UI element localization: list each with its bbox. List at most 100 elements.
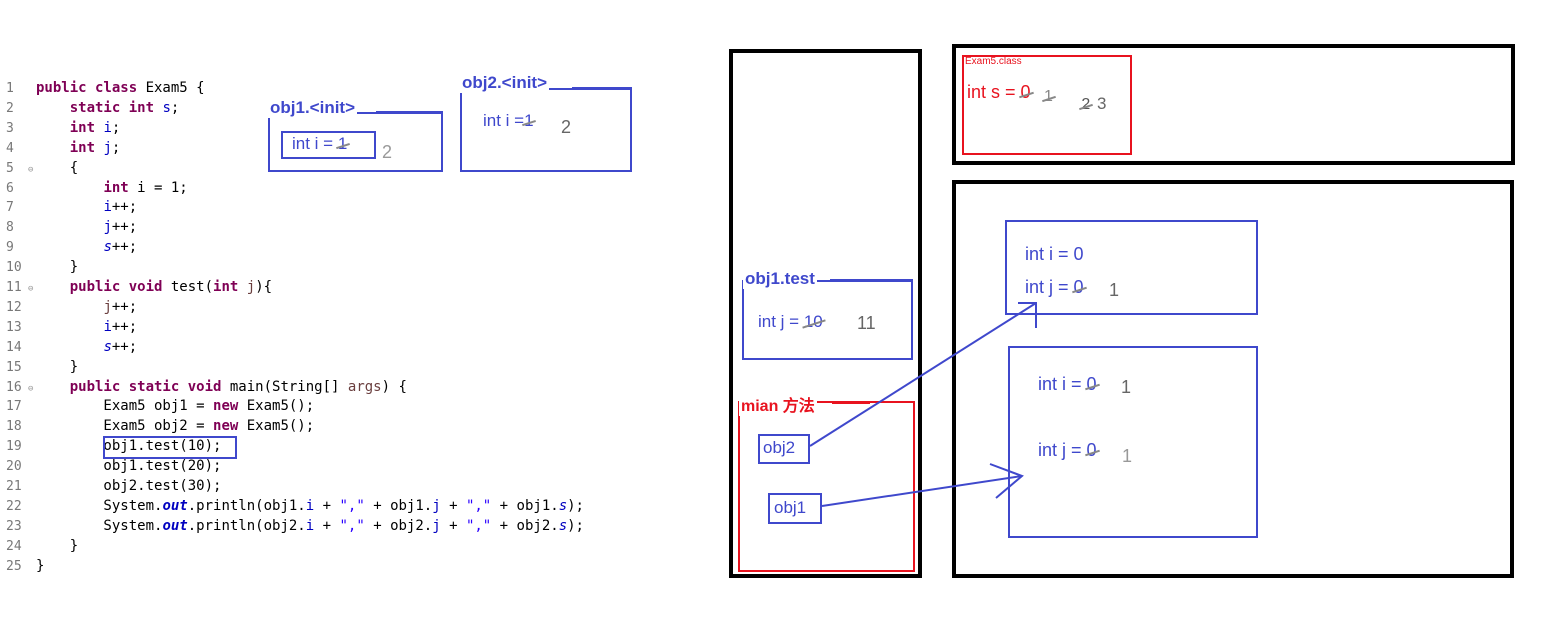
- code-text: }: [36, 257, 78, 277]
- code-token: obj2.test(30);: [36, 478, 222, 494]
- code-line: 23 System.out.println(obj2.i + "," + obj…: [6, 516, 584, 536]
- line-number: 11: [6, 280, 22, 295]
- line-number: 17: [6, 399, 22, 415]
- code-text: j++;: [36, 297, 137, 317]
- code-token: ",": [339, 517, 365, 534]
- obj2-field-j-new: 1: [1109, 280, 1120, 300]
- static-s-old-1: 0: [1020, 82, 1031, 102]
- code-text: static int s;: [36, 98, 180, 118]
- code-token: ;: [170, 99, 180, 116]
- heap-area: [952, 180, 1514, 578]
- code-text: int j;: [36, 138, 121, 158]
- code-token: i: [103, 119, 112, 136]
- line-number: 10: [6, 260, 22, 276]
- code-token: ",": [339, 497, 365, 514]
- line-number: 23: [6, 518, 22, 534]
- code-token: +: [314, 517, 340, 534]
- obj2-ref-box: [758, 434, 810, 464]
- code-token: ++;: [111, 318, 138, 335]
- obj1-reference-arrow: [821, 475, 1023, 507]
- code-token: test(: [170, 279, 214, 295]
- line-number: 6: [6, 180, 14, 196]
- line-number: 24: [6, 538, 22, 554]
- obj1-field-i: int i = 0: [1038, 374, 1097, 395]
- code-token: int: [103, 179, 138, 196]
- code-token: ++;: [111, 298, 138, 315]
- code-token: ) {: [381, 378, 407, 395]
- line-number: 1: [6, 81, 14, 96]
- fold-marker[interactable]: ⊖: [28, 383, 34, 394]
- code-token: ;: [111, 139, 121, 156]
- code-text: i++;: [36, 317, 137, 337]
- obj2-arrow-head: [1018, 302, 1037, 328]
- code-token: s: [103, 338, 112, 355]
- code-token: + obj2.: [364, 517, 433, 534]
- code-line: 19 obj1.test(10);: [6, 436, 221, 456]
- code-token: );: [567, 497, 584, 514]
- obj2-init-new-value: 2: [561, 117, 572, 137]
- code-token: }: [36, 358, 79, 375]
- code-token: j: [432, 497, 441, 514]
- code-text: }: [36, 536, 78, 556]
- code-token: int: [69, 119, 104, 136]
- obj1-init-old-value: 1: [337, 134, 348, 153]
- code-token: ++;: [111, 199, 138, 216]
- obj1-init-title: obj1.<init>: [268, 98, 358, 118]
- static-s-old-3: 2: [1081, 96, 1091, 113]
- fold-marker[interactable]: ⊖: [28, 284, 34, 294]
- code-token: j: [246, 279, 256, 295]
- exam5-class-box: [962, 55, 1132, 155]
- obj1-test-frame: [742, 280, 913, 360]
- code-line: 2 static int s;: [6, 98, 179, 118]
- static-s-current: 3: [1097, 94, 1107, 113]
- line-number: 7: [6, 200, 14, 216]
- obj2-reference-arrow: [809, 302, 1037, 447]
- obj1-field-i-label: int i =: [1038, 374, 1087, 394]
- code-token: static int: [69, 99, 163, 116]
- code-token: + obj2.: [491, 517, 559, 534]
- code-token: }: [36, 557, 45, 572]
- code-line: 16 ⊖ public static void main(String[] arg…: [6, 377, 407, 397]
- code-token: ",": [465, 517, 492, 534]
- main-frame: [738, 401, 915, 572]
- code-text: i++;: [36, 197, 137, 217]
- obj2-field-j: int j = 0: [1025, 277, 1084, 298]
- code-text: System.out.println(obj2.i + "," + obj2.j…: [36, 516, 584, 536]
- code-token: s: [558, 497, 568, 514]
- line-number: 16: [6, 379, 22, 395]
- code-token: s: [103, 239, 112, 256]
- code-token: Exam5();: [246, 418, 315, 435]
- obj1-field-j-new: 1: [1122, 446, 1133, 466]
- stack-area: [729, 49, 922, 578]
- code-token: ;: [111, 119, 121, 136]
- code-text: public void test(int j){: [36, 277, 272, 297]
- code-text: obj2.test(30);: [36, 476, 221, 496]
- code-text: public static void main(String[] args) {: [36, 377, 407, 397]
- code-token: .println(obj2.: [187, 517, 306, 534]
- fold-marker[interactable]: ⊖: [28, 164, 34, 175]
- code-token: new: [213, 398, 247, 415]
- code-line: 12 j++;: [6, 297, 137, 317]
- code-token: ++;: [111, 219, 138, 236]
- code-token: out: [162, 497, 188, 514]
- code-token: }: [36, 537, 79, 554]
- line-number: 12: [6, 299, 22, 315]
- line-number: 19: [6, 439, 22, 455]
- code-token: s: [558, 517, 568, 534]
- line-number: 15: [6, 359, 22, 375]
- obj2-init-var-label: int i =: [483, 111, 525, 130]
- code-text: s++;: [36, 237, 137, 257]
- code-token: +: [440, 497, 466, 514]
- static-s-label: int s =: [967, 82, 1021, 102]
- code-token: public static void: [69, 378, 230, 395]
- obj2-init-var: int i =1: [483, 111, 534, 131]
- code-token: i: [103, 199, 112, 216]
- code-token: i = 1;: [137, 179, 188, 196]
- static-s-old-2: 1: [1044, 88, 1053, 105]
- code-text: Exam5 obj1 = new Exam5();: [36, 396, 314, 416]
- code-line: 6 int i = 1;: [6, 178, 188, 198]
- line-number: 25: [6, 558, 22, 572]
- code-token: public class: [36, 80, 146, 96]
